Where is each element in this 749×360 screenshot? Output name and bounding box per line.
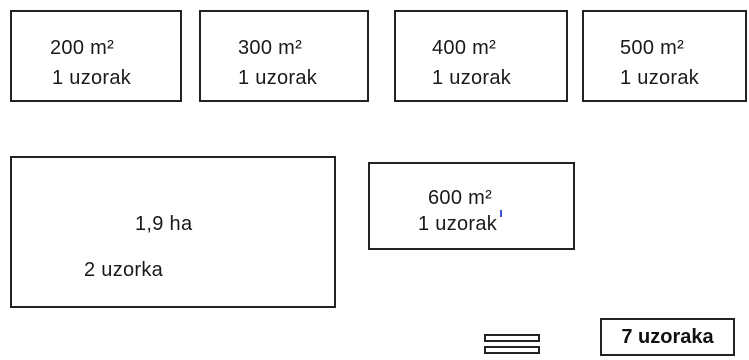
plot-sample-count: 1 uzorak xyxy=(52,67,132,89)
plot-sample-count: 1 uzorak xyxy=(620,67,700,89)
pen-mark xyxy=(500,210,502,217)
stacked-bar-top xyxy=(484,334,540,342)
plot-area-label: 600 m² xyxy=(428,187,493,209)
stacked-bar-bottom xyxy=(484,346,540,354)
plot-box-1-9-ha xyxy=(10,156,336,308)
plot-sample-count: 2 uzorka xyxy=(84,259,164,281)
plot-box-200 xyxy=(10,10,182,102)
plot-area-label: 1,9 ha xyxy=(135,213,193,235)
plot-box-400 xyxy=(394,10,568,102)
plot-sample-count: 1 uzorak xyxy=(418,213,498,235)
plot-box-600 xyxy=(368,162,575,250)
plot-box-300 xyxy=(199,10,369,102)
plot-sample-count: 1 uzorak xyxy=(432,67,512,89)
total-samples-box: 7 uzoraka xyxy=(600,318,735,356)
stacked-bars-icon xyxy=(484,334,540,356)
plot-sample-count: 1 uzorak xyxy=(238,67,318,89)
plot-area-label: 200 m² xyxy=(50,37,115,59)
plot-area-label: 300 m² xyxy=(238,37,303,59)
plot-area-label: 500 m² xyxy=(620,37,685,59)
plot-area-label: 400 m² xyxy=(432,37,497,59)
plot-box-500 xyxy=(582,10,747,102)
